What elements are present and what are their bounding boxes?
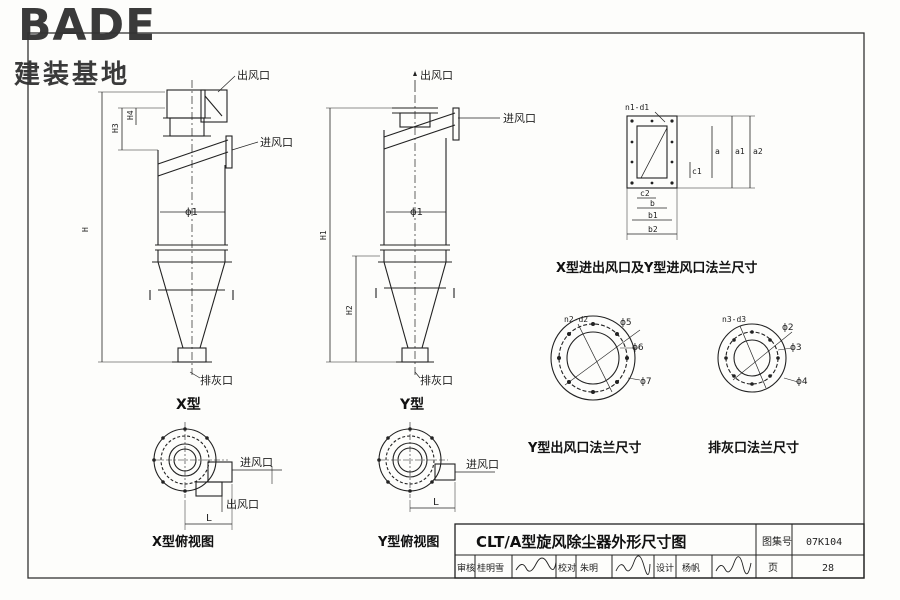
rect-b2: b2 <box>648 225 658 234</box>
ash-n3d3: n3-d3 <box>722 315 746 324</box>
x-dim-H4: H4 <box>126 110 135 120</box>
y-dim-H1: H1 <box>319 230 328 240</box>
rect-b: b <box>650 199 655 208</box>
y-dim-H2: H2 <box>345 305 354 315</box>
x-type-caption: X型 <box>176 396 201 413</box>
ash-phi4: ϕ4 <box>796 377 808 387</box>
y-outlet-flange-drawing <box>550 315 641 401</box>
title-block <box>454 523 865 579</box>
x-top-view-drawing <box>152 422 282 530</box>
y-inlet-label: 进风口 <box>503 112 536 125</box>
x-inlet-label: 进风口 <box>260 136 293 149</box>
atlas-label: 图集号 <box>762 535 792 548</box>
rect-c2: c2 <box>640 189 650 198</box>
ash-flange-drawing <box>717 323 799 393</box>
yout-phi5: ϕ5 <box>620 318 632 328</box>
x-top-outlet: 出风口 <box>226 497 259 511</box>
rect-a: a <box>715 147 720 156</box>
yout-n2d2: n2-d2 <box>564 315 588 324</box>
page-label: 页 <box>768 562 778 574</box>
rect-a2: a2 <box>753 147 763 156</box>
logo-subtitle: 建装基地 <box>14 60 131 90</box>
checker-signature <box>615 555 651 575</box>
x-ash-label: 排灰口 <box>200 373 233 387</box>
y-top-view-drawing <box>377 422 495 512</box>
rect-b1: b1 <box>648 211 658 220</box>
yout-phi7: ϕ7 <box>640 377 652 387</box>
y-type-elevation <box>326 71 500 379</box>
logo-brand: BADE <box>18 0 157 51</box>
atlas-number: 07K104 <box>806 537 842 548</box>
x-phi1: ϕ1 <box>185 207 198 218</box>
rect-flange-drawing <box>626 111 755 240</box>
x-type-elevation <box>98 75 259 379</box>
page-number: 28 <box>822 563 834 574</box>
reviewer-signature <box>515 557 557 572</box>
x-top-view-caption: X型俯视图 <box>152 534 214 550</box>
check-label: 校对 <box>558 562 576 574</box>
x-dim-H: H <box>81 227 90 232</box>
y-phi1: ϕ1 <box>410 207 423 218</box>
ash-phi2: ϕ2 <box>782 323 794 333</box>
review-label: 审核 <box>457 562 475 574</box>
yout-phi6: ϕ6 <box>632 343 644 353</box>
x-top-L: L <box>206 513 212 524</box>
y-ash-label: 排灰口 <box>420 373 453 387</box>
designer-name: 杨帆 <box>682 562 700 574</box>
y-outlet-label: 出风口 <box>420 68 453 82</box>
bade-logo: BADE 建装基地 <box>6 0 181 90</box>
y-top-view-caption: Y型俯视图 <box>377 534 439 550</box>
checker-name: 朱明 <box>580 562 598 574</box>
y-top-L: L <box>433 497 439 508</box>
x-outlet-label: 出风口 <box>237 68 270 82</box>
x-dim-H3: H3 <box>111 123 120 133</box>
ash-flange-caption: 排灰口法兰尺寸 <box>708 440 799 456</box>
rect-flange-caption: X型进出风口及Y型进风口法兰尺寸 <box>556 260 757 276</box>
rect-n1d1: n1-d1 <box>625 103 649 112</box>
y-type-caption: Y型 <box>399 396 424 413</box>
ash-phi3: ϕ3 <box>790 343 802 353</box>
sheet-border <box>27 32 865 579</box>
rect-a1: a1 <box>735 147 745 156</box>
rect-c1: c1 <box>692 167 702 176</box>
reviewer-name: 桂明雪 <box>477 562 504 574</box>
x-top-inlet: 进风口 <box>240 456 273 469</box>
designer-signature <box>715 556 752 575</box>
y-top-inlet: 进风口 <box>466 458 499 471</box>
design-label: 设计 <box>656 562 674 574</box>
y-outlet-flange-caption: Y型出风口法兰尺寸 <box>527 440 641 456</box>
title-block-title: CLT/A型旋风除尘器外形尺寸图 <box>476 533 686 551</box>
